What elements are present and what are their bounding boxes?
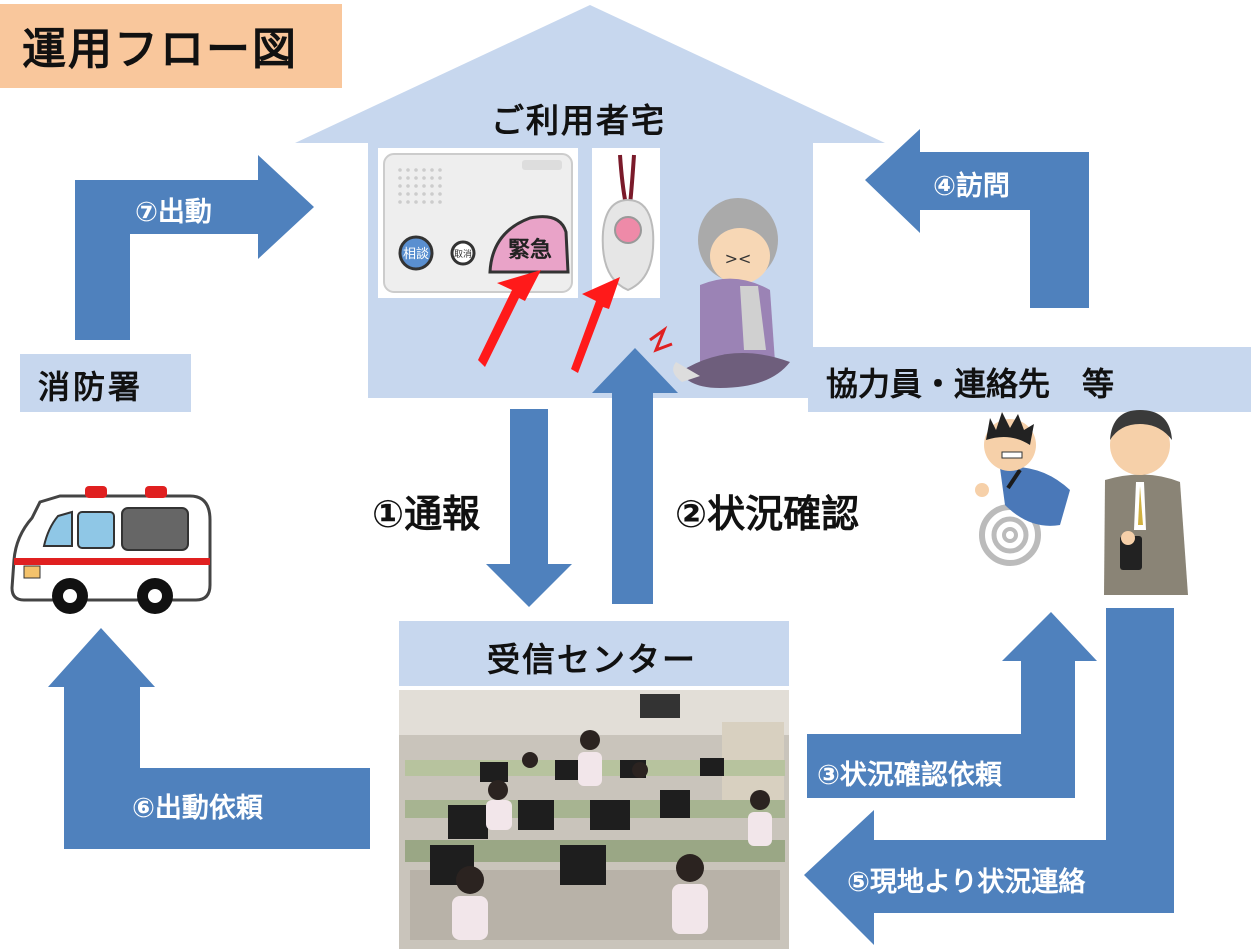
- elderly-person-icon: ><: [649, 198, 790, 388]
- cooperators-box: [808, 347, 1251, 412]
- consult-button-icon: [398, 235, 434, 271]
- arrow-dispatch-request-label: ⑥出動依頼: [132, 793, 263, 824]
- arrow-dispatch: [75, 155, 314, 340]
- node-center-label: 受信センター: [487, 640, 697, 679]
- arrow-report: [486, 409, 572, 607]
- fire-station-box: [20, 354, 191, 412]
- emergency-device-image: 相談 取消 緊急: [378, 148, 578, 298]
- pendant-image: [592, 148, 660, 298]
- node-home-label: ご利用者宅: [491, 101, 666, 140]
- svg-text:><: ><: [725, 249, 752, 268]
- contact-person-icon: [1104, 410, 1188, 595]
- emergency-button-label: 緊急: [508, 237, 552, 263]
- arrow-onsite-report: [804, 608, 1174, 945]
- home-roof: [295, 5, 885, 143]
- node-cooperators-label: 協力員・連絡先 等: [826, 365, 1115, 403]
- arrow-visit-label: ④訪問: [933, 171, 1010, 202]
- arrow-status-check: [592, 348, 678, 604]
- node-fire-station-label: 消防署: [38, 368, 144, 406]
- arrow-status-check-label: ②状況確認: [675, 492, 860, 536]
- arrow-dispatch-label: ⑦出動: [135, 197, 212, 228]
- alert-arrow-icon: [478, 270, 620, 373]
- arrow-check-request-label: ③状況確認依頼: [817, 760, 1002, 791]
- running-helper-icon: [975, 412, 1070, 566]
- arrow-report-label: ①通報: [372, 492, 481, 536]
- arrow-check-request: [807, 612, 1097, 798]
- call-center-photo: [399, 690, 789, 949]
- pendant-button-icon: [614, 216, 642, 244]
- page-title: 運用フロー図: [22, 24, 298, 75]
- arrow-visit: [865, 129, 1089, 308]
- consult-button-label: 相談: [403, 246, 429, 262]
- center-box: [399, 621, 789, 686]
- arrow-onsite-report-label: ⑤現地より状況連絡: [847, 867, 1086, 898]
- emergency-button-icon: [488, 215, 570, 274]
- ambulance-icon: [10, 486, 212, 614]
- cancel-button-label: 取消: [454, 248, 472, 260]
- arrow-dispatch-request: [48, 628, 370, 849]
- cancel-button-icon: [450, 240, 476, 266]
- title-banner: 運用フロー図: [0, 4, 342, 88]
